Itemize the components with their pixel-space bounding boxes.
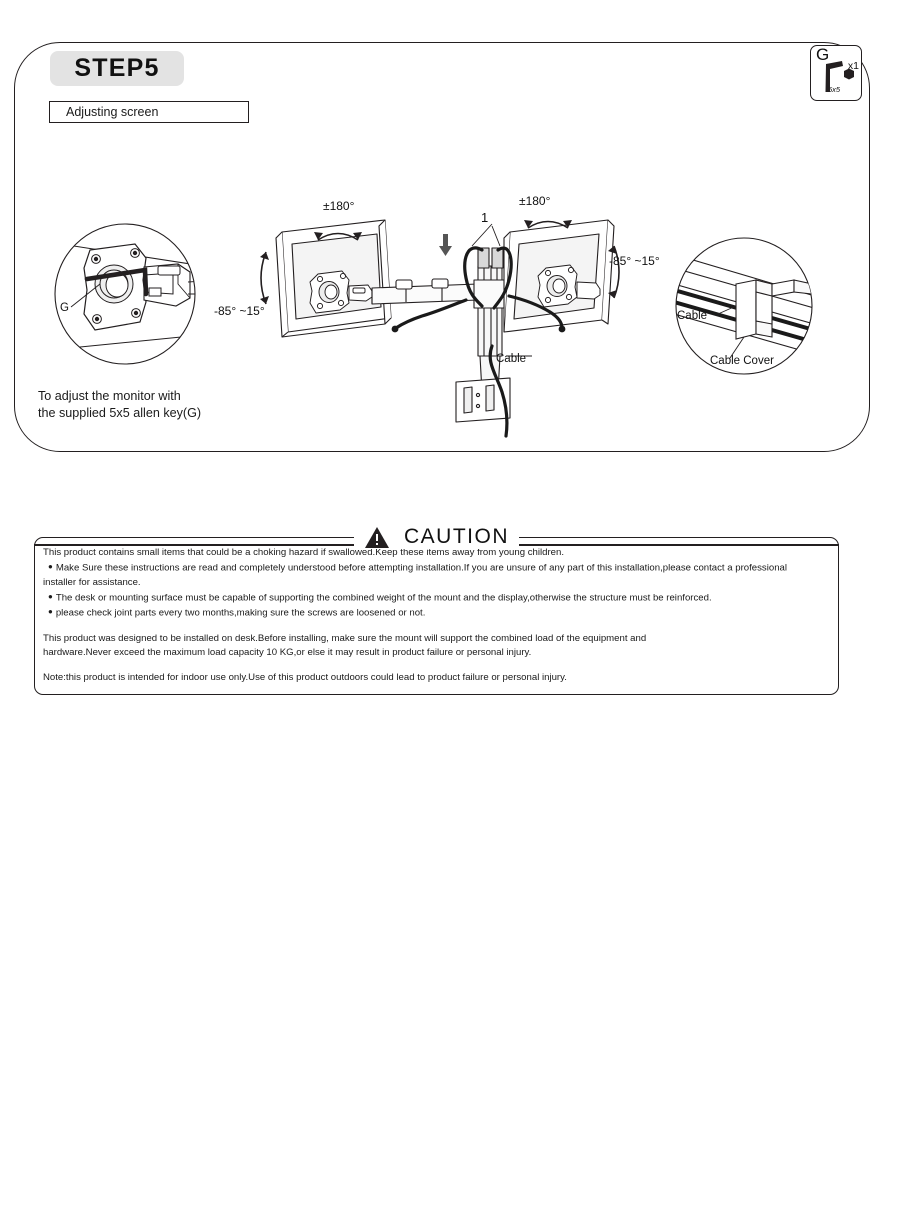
right-detail-cable-cover-label: Cable Cover [710,355,774,367]
spacer [43,660,831,671]
caution-line: installer for assistance. [43,576,141,588]
step-subtitle-label: Adjusting screen [66,105,159,119]
caution-text-block: This product contains small items that c… [43,546,831,685]
parts-letter-label: G [816,45,830,64]
caution-line: hardware.Never exceed the maximum load c… [43,647,532,659]
caution-section: CAUTION This product contains small item… [34,520,839,695]
cable-cover-detail-illustration [675,237,813,375]
step-subtitle-box: Adjusting screen [49,101,249,123]
parts-size-label: 5x5 [828,85,841,94]
caution-line: This product was designed to be installe… [43,632,647,644]
caution-bullet-item: ●please check joint parts every two mont… [43,605,831,621]
caution-line: please check joint parts every two month… [55,607,426,619]
left-detail-callout-label: G [60,302,69,314]
vesa-plate-detail-illustration [54,223,196,365]
allen-key-icon [825,61,854,92]
bullet-icon: ● [48,562,53,572]
adjust-caption-line2: the supplied 5x5 allen key(G) [38,406,202,420]
bullet-icon: ● [48,607,53,617]
caution-line: Note:this product is intended for indoor… [43,672,567,684]
step-badge-label: STEP5 [74,54,160,82]
tilt-left-label: -85° ~15° [214,304,265,318]
parts-quantity-label: x1 [847,60,859,72]
rotation-right-label: ±180° [519,194,551,208]
caution-bullet-item: ●Make Sure these instructions are read a… [43,560,831,576]
step-badge: STEP5 [50,51,184,86]
step-panel [14,42,870,452]
caution-box [34,537,839,695]
part-callout-1-label: 1 [481,210,489,225]
rotation-left-label: ±180° [323,199,355,213]
tilt-right-label: -85° ~15° [609,254,660,268]
spacer [43,621,831,632]
adjust-caption-line1: To adjust the monitor with [38,389,181,403]
caution-bullet-item: ●The desk or mounting surface must be ca… [43,590,831,606]
bullet-icon: ● [48,591,53,601]
caution-line: This product contains small items that c… [43,547,564,558]
caution-line: The desk or mounting surface must be cap… [55,592,712,604]
dual-monitor-mount-illustration [260,219,620,438]
center-cable-label: Cable [496,353,527,365]
parts-callout-box: G x1 5x5 [810,45,862,101]
right-detail-cable-label: Cable [677,310,708,322]
caution-line: Make Sure these instructions are read an… [55,562,787,574]
adjust-monitor-caption: To adjust the monitor with the supplied … [38,388,268,422]
